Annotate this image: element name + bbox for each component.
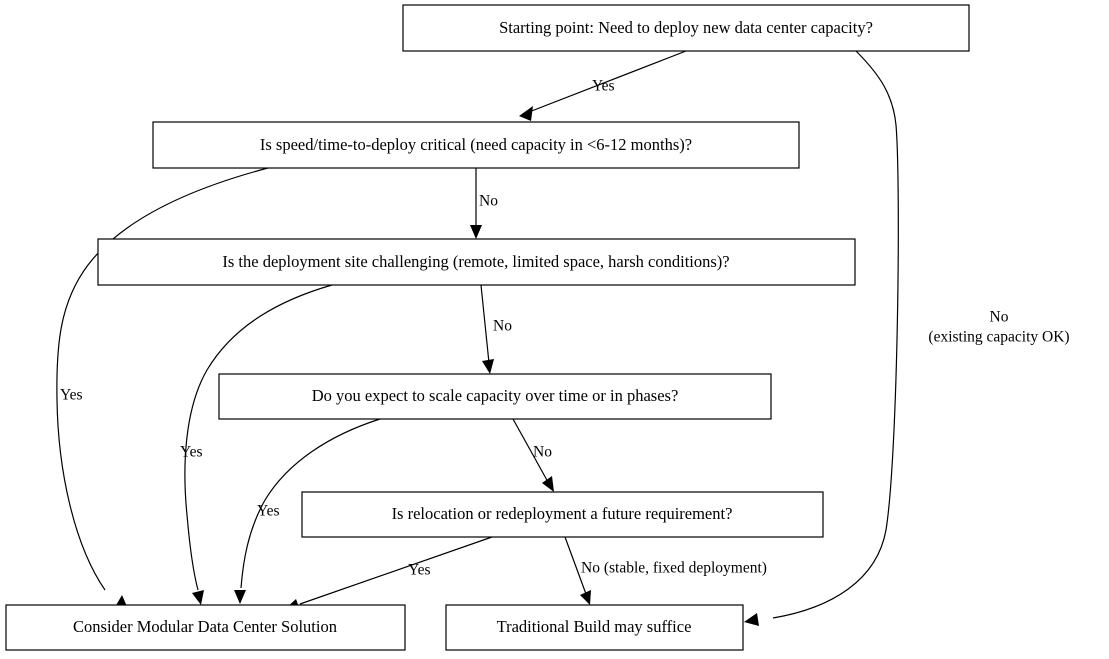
arrowhead [192, 590, 204, 605]
node-modular-label: Consider Modular Data Center Solution [73, 617, 337, 636]
node-scale-box[interactable] [218, 373, 772, 420]
edge-labels-layer: Yes No (existing capacity OK) Yes No Yes… [60, 78, 1070, 579]
arrowhead [482, 359, 494, 374]
arrowhead [470, 225, 482, 239]
edge-line [56, 167, 269, 591]
edge-label-reloc-yes: Yes [408, 562, 431, 579]
edge-site-to-scale [480, 284, 494, 374]
nodes-layer: Starting point: Need to deploy new data … [5, 4, 970, 651]
edge-label-start-no-line2: (existing capacity OK) [928, 329, 1069, 346]
edge-line [564, 536, 587, 595]
node-site-label: Is the deployment site challenging (remo… [222, 252, 729, 271]
edge-line [772, 50, 899, 619]
edge-start-to-speed [519, 50, 687, 121]
edges-layer [56, 50, 899, 626]
edge-label-site-yes: Yes [180, 444, 203, 461]
node-start-label: Starting point: Need to deploy new data … [499, 18, 873, 37]
edge-label-scale-yes: Yes [257, 503, 280, 520]
edge-scale-to-modular [234, 418, 381, 604]
edge-line [528, 50, 687, 113]
edge-site-to-modular [184, 284, 333, 605]
node-modular-box[interactable] [5, 604, 406, 651]
arrowhead [580, 590, 591, 605]
edge-scale-to-relocation [512, 418, 554, 492]
edge-label-start-no-line1: No [990, 309, 1009, 326]
node-site-box[interactable] [97, 238, 856, 286]
node-scale[interactable]: Do you expect to scale capacity over tim… [218, 373, 772, 420]
node-relocation-box[interactable] [301, 491, 824, 538]
edge-label-scale-no: No [533, 444, 552, 461]
edge-relocation-to-traditional [564, 536, 591, 605]
node-speed-label: Is speed/time-to-deploy critical (need c… [260, 135, 692, 154]
node-relocation[interactable]: Is relocation or redeployment a future r… [301, 491, 824, 538]
node-traditional-box[interactable] [445, 604, 744, 651]
edge-line [512, 418, 549, 483]
node-scale-label: Do you expect to scale capacity over tim… [312, 386, 679, 405]
edge-speed-to-site [470, 168, 482, 239]
arrowhead [519, 106, 533, 121]
edge-line [480, 284, 490, 364]
edge-label-site-no: No [493, 318, 512, 335]
edge-line [184, 284, 333, 591]
edge-relocation-to-modular [285, 536, 493, 610]
node-speed[interactable]: Is speed/time-to-deploy critical (need c… [152, 121, 800, 169]
arrowhead [542, 476, 554, 492]
node-speed-box[interactable] [152, 121, 800, 169]
node-modular[interactable]: Consider Modular Data Center Solution [5, 604, 406, 651]
edge-label-reloc-no: No (stable, fixed deployment) [581, 560, 767, 577]
edge-label-start-yes: Yes [592, 78, 615, 95]
node-relocation-label: Is relocation or redeployment a future r… [392, 504, 733, 523]
arrowhead [744, 613, 759, 626]
edge-line [299, 536, 493, 605]
node-traditional-label: Traditional Build may suffice [497, 617, 692, 636]
edge-label-speed-yes: Yes [60, 387, 83, 404]
node-start-box[interactable] [402, 4, 970, 52]
arrowhead [234, 590, 246, 604]
edge-label-speed-no: No [479, 193, 498, 210]
node-traditional[interactable]: Traditional Build may suffice [445, 604, 744, 651]
edge-start-to-traditional [744, 50, 899, 626]
node-start[interactable]: Starting point: Need to deploy new data … [402, 4, 970, 52]
node-site[interactable]: Is the deployment site challenging (remo… [97, 238, 856, 286]
edge-line [240, 418, 381, 589]
